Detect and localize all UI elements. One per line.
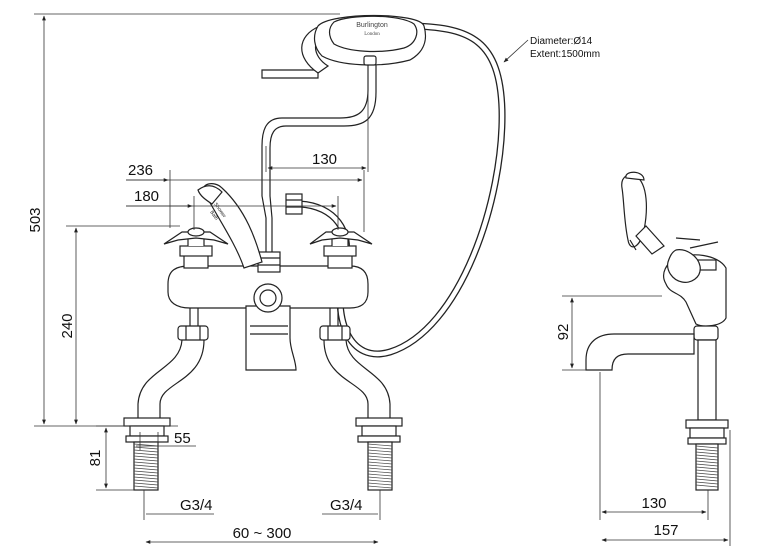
thread-line (695, 466, 719, 470)
thread-line (367, 470, 393, 474)
side-dimensions (562, 295, 731, 546)
dim-width-236: 236 (128, 162, 153, 179)
thread-line (367, 482, 393, 486)
side-view (585, 171, 729, 491)
thread-pattern-left (133, 443, 159, 489)
thread-line (695, 472, 719, 476)
hose-extent-note: Extent:1500mm (530, 49, 600, 60)
dim-base-height: 240 (59, 313, 76, 338)
thread-line (367, 473, 393, 477)
dim-side-130: 130 (641, 495, 666, 512)
thread-line (695, 445, 719, 449)
dim-thread-right: G3/4 (330, 497, 363, 514)
thread-line (367, 479, 393, 483)
hose-connector (285, 193, 303, 215)
diverter-lever: Shower Bath (197, 183, 263, 269)
dim-handset-offset: 130 (312, 151, 337, 168)
thread-line (133, 464, 159, 468)
thread-line (367, 485, 393, 489)
thread-line (695, 484, 719, 488)
handset-brand: Burlington (356, 22, 388, 29)
thread-line (695, 475, 719, 479)
thread-line (133, 476, 159, 480)
thread-line (695, 451, 719, 455)
dim-side-157: 157 (653, 522, 678, 539)
dim-inlet-81: 81 (87, 450, 104, 467)
thread-line (133, 473, 159, 477)
lever-label-bath: Bath (208, 210, 219, 222)
thread-line (367, 446, 393, 450)
thread-line (367, 458, 393, 462)
front-dimensions (34, 13, 529, 544)
thread-line (367, 449, 393, 453)
bath-spout (245, 305, 297, 371)
thread-line (133, 461, 159, 465)
dim-centres: 60 ~ 300 (233, 525, 292, 542)
front-view: Burlington London Shower Bath (123, 14, 506, 491)
dim-total-height: 503 (27, 207, 44, 232)
thread-line (695, 460, 719, 464)
thread-line (367, 476, 393, 480)
dim-width-180: 180 (134, 188, 159, 205)
thread-line (695, 448, 719, 452)
thread-pattern-right (367, 443, 393, 489)
thread-line (695, 469, 719, 473)
handset-brand-place: London (364, 32, 380, 37)
thread-line (133, 449, 159, 453)
dim-thread-left: G3/4 (180, 497, 213, 514)
thread-line (367, 467, 393, 471)
thread-line (367, 461, 393, 465)
shower-handset: Burlington London (261, 14, 427, 79)
thread-line (367, 464, 393, 468)
thread-line (133, 479, 159, 483)
thread-line (695, 463, 719, 467)
handset-cradle-arm (261, 62, 369, 252)
thread-line (133, 446, 159, 450)
thread-line (133, 467, 159, 471)
thread-pattern-side (695, 445, 719, 488)
thread-line (695, 457, 719, 461)
right-leg (319, 308, 391, 418)
dim-inlet-55: 55 (174, 430, 191, 447)
thread-line (695, 478, 719, 482)
thread-line (133, 470, 159, 474)
thread-line (133, 485, 159, 489)
left-leg (137, 308, 209, 418)
left-valve (163, 227, 229, 269)
thread-line (133, 455, 159, 459)
thread-line (133, 482, 159, 486)
thread-line (367, 443, 393, 447)
thread-line (367, 452, 393, 456)
right-valve (309, 227, 373, 269)
dim-side-92: 92 (555, 324, 572, 341)
thread-line (695, 454, 719, 458)
thread-line (133, 452, 159, 456)
thread-line (695, 481, 719, 485)
thread-line (367, 455, 393, 459)
hose-diameter-note: Diameter:Ø14 (530, 36, 593, 47)
thread-line (133, 458, 159, 462)
